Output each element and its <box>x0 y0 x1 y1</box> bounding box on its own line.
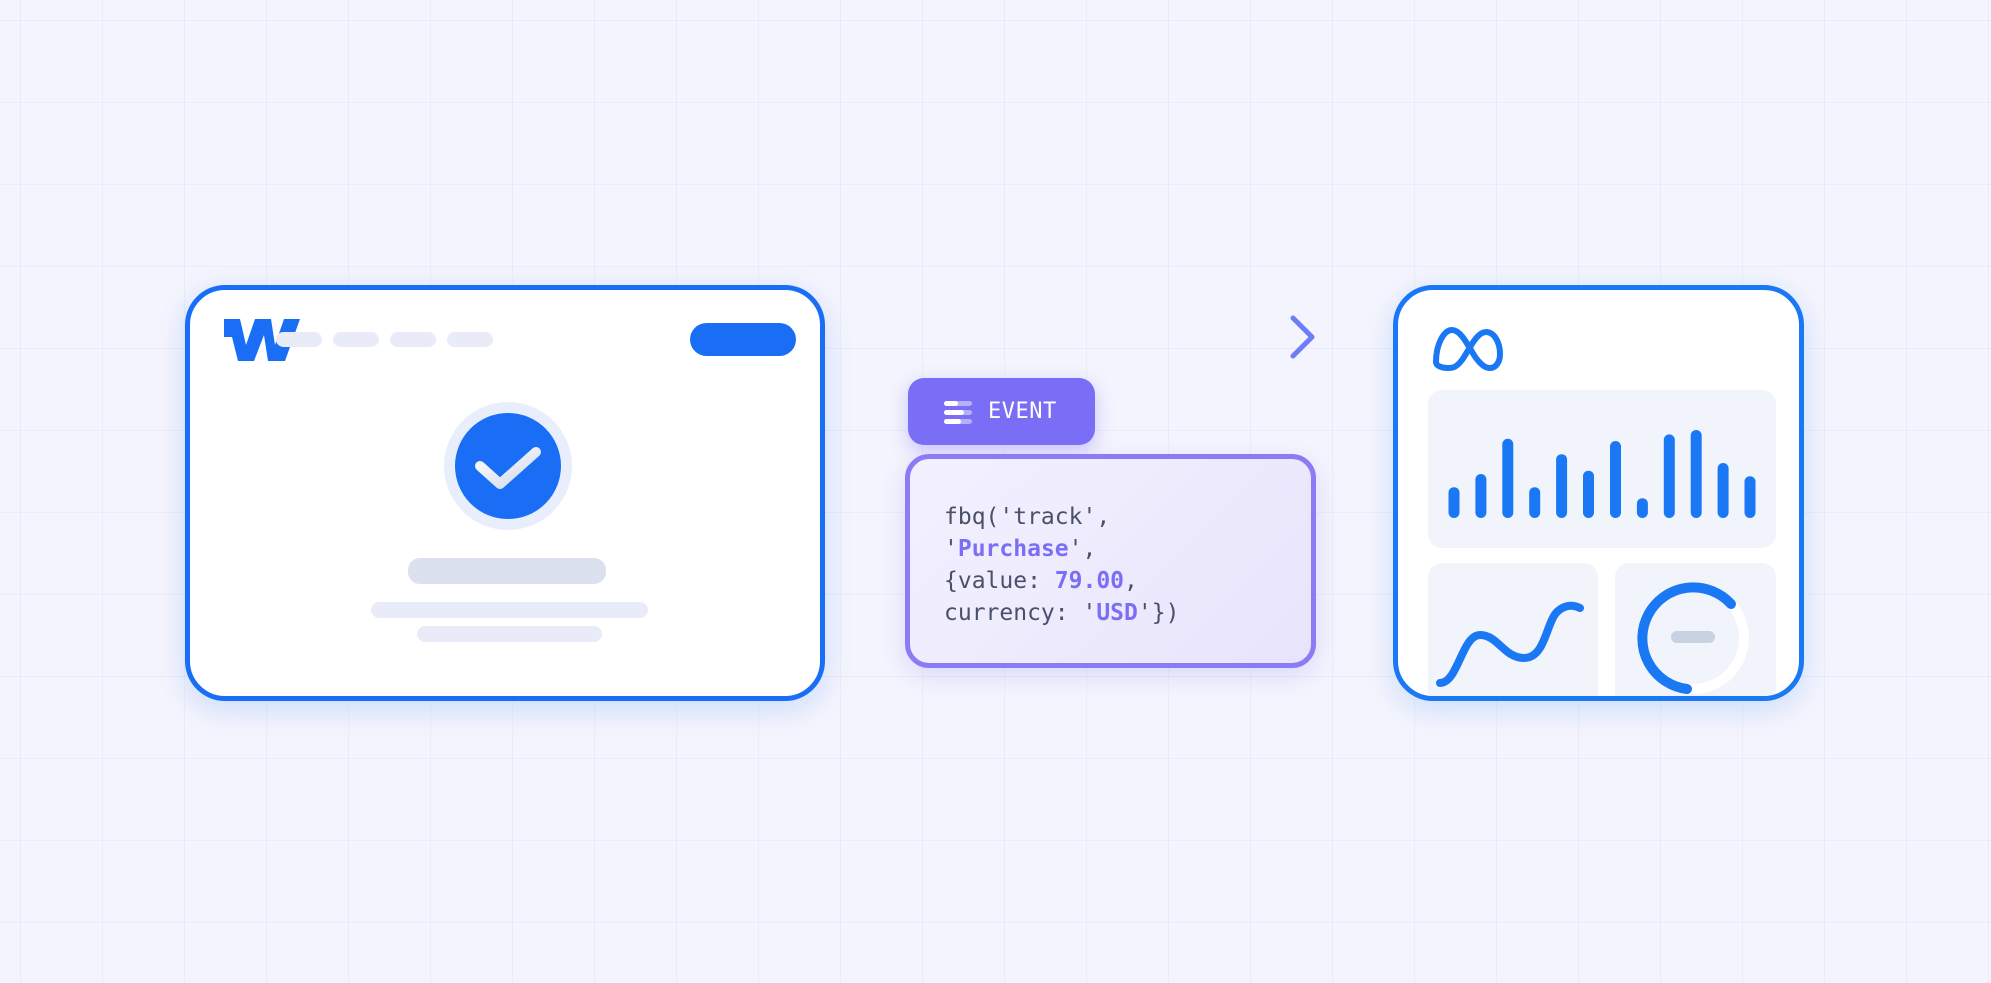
confirmation-title-placeholder <box>408 558 606 584</box>
arrow-right-icon <box>904 315 1315 359</box>
wave-line <box>1436 601 1584 687</box>
text-line-placeholder <box>371 602 648 618</box>
code-value: 79.00 <box>1054 568 1125 594</box>
webflow-logo-icon <box>224 319 300 361</box>
chart-bar <box>1529 487 1541 518</box>
pixel-code-snippet: fbq('track', 'Purchase', {value: 79.00, … <box>905 454 1316 668</box>
code-punct: ' <box>944 536 958 562</box>
code-line-3: {value: 79.00, <box>944 568 1138 594</box>
code-line-1: fbq('track', <box>944 504 1111 530</box>
chart-bar <box>1663 434 1675 518</box>
code-line-4: currency: 'USD'}) <box>944 600 1179 626</box>
event-list-icon <box>944 400 972 424</box>
bar-chart <box>1448 430 1756 518</box>
line-chart-panel <box>1428 563 1598 696</box>
gauge-panel <box>1615 563 1776 696</box>
text-line-placeholder <box>417 626 602 642</box>
code-text: fbq('track', 'Purchase', {value: 79.00, … <box>944 501 1179 629</box>
gauge-center-bar <box>1671 631 1715 643</box>
chart-bar <box>1690 430 1702 518</box>
cta-button[interactable] <box>690 323 796 356</box>
gauge-ring <box>1637 582 1749 694</box>
code-line-2: 'Purchase', <box>944 536 1096 562</box>
chart-bar <box>1610 441 1621 518</box>
nav-link-placeholder[interactable] <box>390 332 436 347</box>
code-punct: , <box>1124 568 1138 594</box>
code-punct: ', <box>1068 536 1097 562</box>
code-key: {value: <box>944 568 1055 594</box>
chart-bar <box>1448 487 1460 518</box>
nav-link-placeholder[interactable] <box>447 332 493 347</box>
bar-chart-panel <box>1428 390 1776 548</box>
code-punct: '}) <box>1137 600 1180 626</box>
code-event-name: Purchase <box>957 536 1069 562</box>
nav-link-placeholder[interactable] <box>276 332 322 347</box>
checkmark-icon <box>444 402 572 530</box>
chart-bar <box>1502 438 1514 518</box>
chart-bar <box>1636 498 1648 518</box>
code-currency: USD <box>1096 600 1138 626</box>
code-key: currency: ' <box>944 600 1097 626</box>
webflow-site-card <box>185 285 825 701</box>
chart-bar <box>1475 474 1487 518</box>
nav-link-placeholder[interactable] <box>333 332 379 347</box>
meta-dashboard-card <box>1393 285 1804 701</box>
event-label: EVENT <box>988 399 1057 424</box>
chart-bar <box>1556 454 1568 518</box>
event-badge: EVENT <box>908 378 1095 445</box>
meta-logo-icon <box>1433 327 1503 371</box>
chart-bar <box>1717 463 1729 518</box>
chart-bar <box>1583 470 1594 518</box>
chart-bar <box>1744 476 1756 518</box>
